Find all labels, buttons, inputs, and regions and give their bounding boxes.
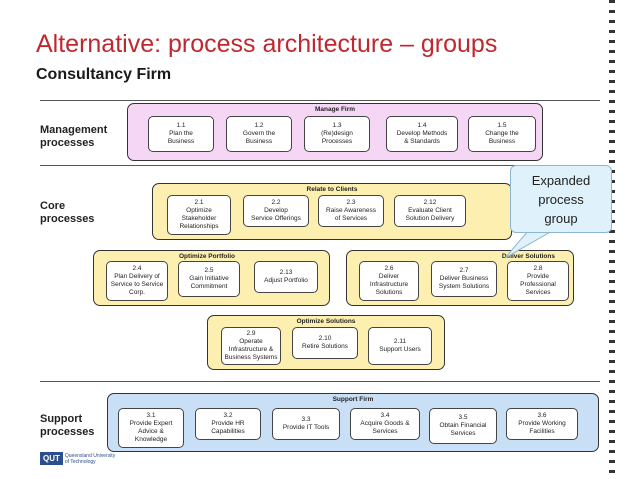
separator-core-support [40, 381, 600, 382]
slide-title: Alternative: process architecture – grou… [36, 30, 498, 58]
process-2-2: 2.2 Develop Service Offerings [243, 195, 309, 227]
process-3-5: 3.5 Obtain Financial Services [429, 408, 497, 444]
process-2-8: 2.8 Provide Professional Services [507, 261, 569, 301]
process-2-6: 2.6 Deliver Infrastructure Solutions [359, 261, 419, 301]
group-deliver-solutions: Deliver Solutions 2.6 Deliver Infrastruc… [346, 250, 574, 306]
process-2-3: 2.3 Raise Awareness of Services [318, 195, 384, 227]
group-title-deliver-solutions: Deliver Solutions [501, 253, 555, 260]
process-1-3: 1.3 (Re)design Processes [304, 116, 370, 152]
process-2-1: 2.1 Optimize Stakeholder Relationships [167, 195, 231, 235]
process-2-13: 2.13 Adjust Portfolio [254, 261, 318, 293]
process-2-4: 2.4 Plan Delivery of Service to Service … [106, 261, 168, 301]
process-2-10: 2.10 Retire Solutions [292, 327, 358, 359]
process-1-4: 1.4 Develop Methods & Standards [386, 116, 458, 152]
logo-text: Queensland University of Technology [64, 452, 116, 465]
separator-top [40, 100, 600, 101]
dotted-divider [609, 0, 615, 479]
group-title-support-firm: Support Firm [332, 396, 374, 403]
process-2-12: 2.12 Evaluate Client Solution Delivery [394, 195, 466, 227]
group-support-firm: Support Firm 3.1 Provide Expert Advice &… [107, 393, 599, 452]
group-title-relate-to-clients: Relate to Clients [306, 186, 358, 193]
slide-subtitle: Consultancy Firm [36, 66, 172, 83]
process-1-2: 1.2 Govern the Business [226, 116, 292, 152]
row-label-core: Core processes [40, 200, 95, 225]
process-3-4: 3.4 Acquire Goods & Services [350, 408, 420, 440]
group-manage-firm: Manage Firm 1.1 Plan the Business 1.2 Go… [127, 103, 543, 161]
group-title-optimize-solutions: Optimize Solutions [296, 318, 356, 325]
row-label-management: Management processes [40, 124, 108, 149]
process-3-1: 3.1 Provide Expert Advice & Knowledge [118, 408, 184, 448]
process-3-3: 3.3 Provide IT Tools [272, 408, 340, 440]
process-3-2: 3.2 Provide HR Capabilities [195, 408, 261, 440]
group-title-optimize-portfolio: Optimize Portfolio [179, 253, 235, 260]
process-2-7: 2.7 Deliver Business System Solutions [431, 261, 497, 297]
process-2-11: 2.11 Support Users [368, 327, 432, 365]
process-1-5: 1.5 Change the Business [468, 116, 536, 152]
process-2-5: 2.5 Gain Initiative Commitment [178, 261, 240, 297]
callout-expanded-process-group: Expanded process group [510, 165, 612, 233]
group-optimize-portfolio: Optimize Portfolio 2.4 Plan Delivery of … [93, 250, 330, 306]
group-title-manage-firm: Manage Firm [314, 106, 356, 113]
logo-mark: QUT [40, 452, 63, 466]
process-3-6: 3.6 Provide Working Facilities [506, 408, 578, 440]
row-label-support: Support processes [40, 413, 95, 438]
process-2-9: 2.9 Operate Infrastructure & Business Sy… [221, 327, 281, 365]
separator-management-core [40, 165, 600, 166]
group-relate-to-clients: Relate to Clients 2.1 Optimize Stakehold… [152, 183, 512, 240]
group-optimize-solutions: Optimize Solutions 2.9 Operate Infrastru… [207, 315, 445, 370]
process-1-1: 1.1 Plan the Business [148, 116, 214, 152]
